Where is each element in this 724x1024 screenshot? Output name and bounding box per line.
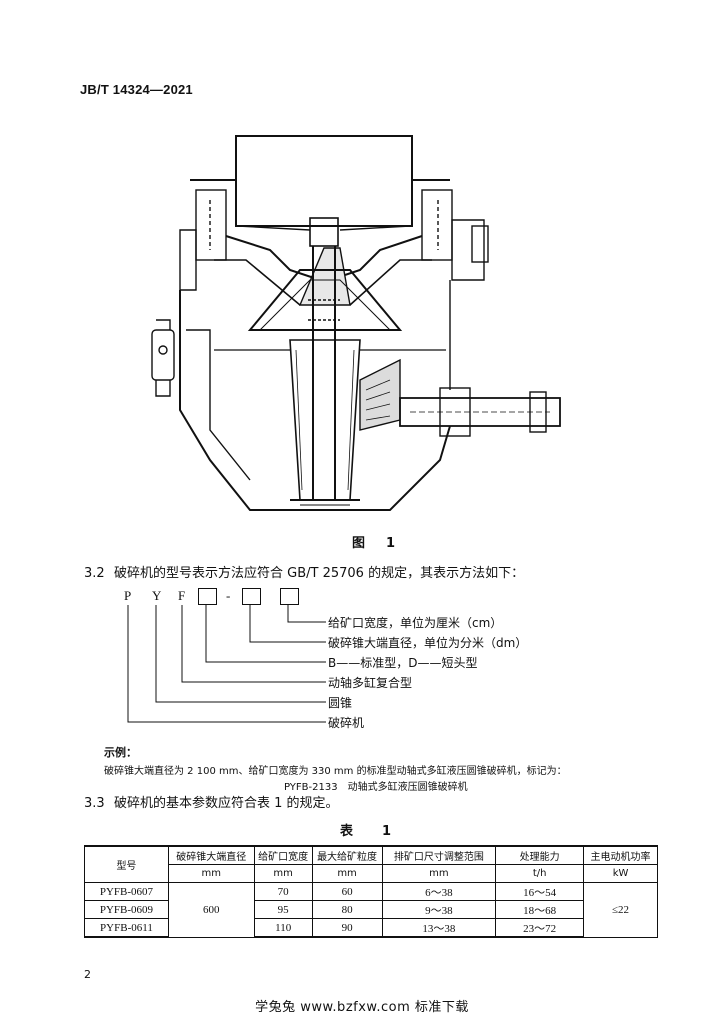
code-desc-feed-width: 给矿口宽度，单位为厘米（cm） xyxy=(328,616,503,630)
table-header-row: 型号 破碎锥大端直径 给矿口宽度 最大给矿粒度 排矿口尺寸调整范围 处理能力 主… xyxy=(84,845,658,883)
cell-max-size: 80 xyxy=(311,900,383,919)
header-capacity: 处理能力 xyxy=(495,845,585,865)
section-number: 3.2 xyxy=(84,566,105,581)
cell-capacity: 16～54 xyxy=(495,882,585,901)
cell-diameter: 600 xyxy=(167,882,255,938)
section-3-3: 3.3 破碎机的基本参数应符合表 1 的规定。 xyxy=(84,792,339,811)
header-discharge-range: 排矿口尺寸调整范围 xyxy=(381,845,497,865)
cell-model: PYFB-0609 xyxy=(84,900,169,919)
unit-power: kW xyxy=(583,864,658,883)
unit-max-size: mm xyxy=(311,864,383,883)
table-row: PYFB-0607 600 70 60 6～38 16～54 ≤22 xyxy=(84,882,658,938)
example-title: 示例： xyxy=(104,746,137,759)
cell-feed-width: 110 xyxy=(253,918,313,938)
unit-capacity: t/h xyxy=(495,864,585,883)
cell-max-size: 60 xyxy=(311,882,383,901)
footer-watermark: 学兔兔 www.bzfxw.com 标准下载 xyxy=(255,1000,469,1015)
cell-capacity: 23～72 xyxy=(495,918,585,938)
header-feed-width: 给矿口宽度 xyxy=(253,845,313,865)
section-number: 3.3 xyxy=(84,796,105,811)
model-code-diagram: P Y F - 给矿口宽度，单位为厘米（cm） 破碎锥大端直径，单位为分米（dm… xyxy=(110,586,590,736)
cell-discharge-range: 6～38 xyxy=(381,882,497,901)
header-model: 型号 xyxy=(84,845,169,883)
section-3-2: 3.2 破碎机的型号表示方法应符合 GB/T 25706 的规定，其表示方法如下： xyxy=(84,562,524,581)
header-diameter: 破碎锥大端直径 xyxy=(167,845,255,865)
section-text: 破碎机的基本参数应符合表 1 的规定。 xyxy=(114,796,339,811)
table-unit-row: mm mm mm mm t/h kW xyxy=(85,864,658,883)
code-desc-type: B——标准型，D——短头型 xyxy=(328,656,478,670)
code-box-type xyxy=(198,588,217,605)
page-number: 2 xyxy=(84,968,91,981)
code-letter-p: P xyxy=(124,588,132,603)
unit-discharge-range: mm xyxy=(381,864,497,883)
cell-model: PYFB-0607 xyxy=(84,882,169,901)
table-row: PYFB-0611 110 90 13～38 23～72 xyxy=(84,918,658,938)
example-text: 破碎锥大端直径为 2 100 mm、给矿口宽度为 330 mm 的标准型动轴式多… xyxy=(104,766,567,777)
cell-power: ≤22 xyxy=(583,882,658,938)
cell-feed-width: 70 xyxy=(253,882,313,901)
cell-model: PYFB-0611 xyxy=(84,918,169,938)
code-box-diameter xyxy=(242,588,261,605)
code-desc-diameter: 破碎锥大端直径，单位为分米（dm） xyxy=(328,636,528,650)
code-letter-f: F xyxy=(178,588,186,603)
header-max-size: 最大给矿粒度 xyxy=(311,845,383,865)
code-leader-lines xyxy=(127,605,326,723)
parameters-table: 型号 破碎锥大端直径 给矿口宽度 最大给矿粒度 排矿口尺寸调整范围 处理能力 主… xyxy=(84,845,658,938)
cell-discharge-range: 9～38 xyxy=(381,900,497,919)
cell-max-size: 90 xyxy=(311,918,383,938)
figure-caption: 图 1 xyxy=(352,536,400,551)
section-text: 破碎机的型号表示方法应符合 GB/T 25706 的规定，其表示方法如下： xyxy=(114,566,525,581)
code-desc-cone: 圆锥 xyxy=(328,696,353,710)
cell-feed-width: 95 xyxy=(253,900,313,919)
cell-capacity: 18～68 xyxy=(495,900,585,919)
code-letter-y: Y xyxy=(152,588,162,603)
code-dash: - xyxy=(226,588,231,603)
header-power: 主电动机功率 xyxy=(583,845,658,865)
unit-feed-width: mm xyxy=(253,864,313,883)
unit-diameter: mm xyxy=(167,864,255,883)
code-desc-compound: 动轴多缸复合型 xyxy=(328,676,413,690)
cone-crusher-cross-section-icon xyxy=(151,135,561,511)
example-mark: PYFB-2133 动轴式多缸液压圆锥破碎机 xyxy=(284,782,468,793)
code-box-feed-width xyxy=(280,588,299,605)
table-title: 表 1 xyxy=(340,824,400,839)
table-row: PYFB-0609 95 80 9～38 18～68 xyxy=(84,900,658,919)
standard-code: JB/T 14324—2021 xyxy=(80,82,193,97)
code-desc-crusher: 破碎机 xyxy=(328,716,365,730)
cell-discharge-range: 13～38 xyxy=(381,918,497,938)
